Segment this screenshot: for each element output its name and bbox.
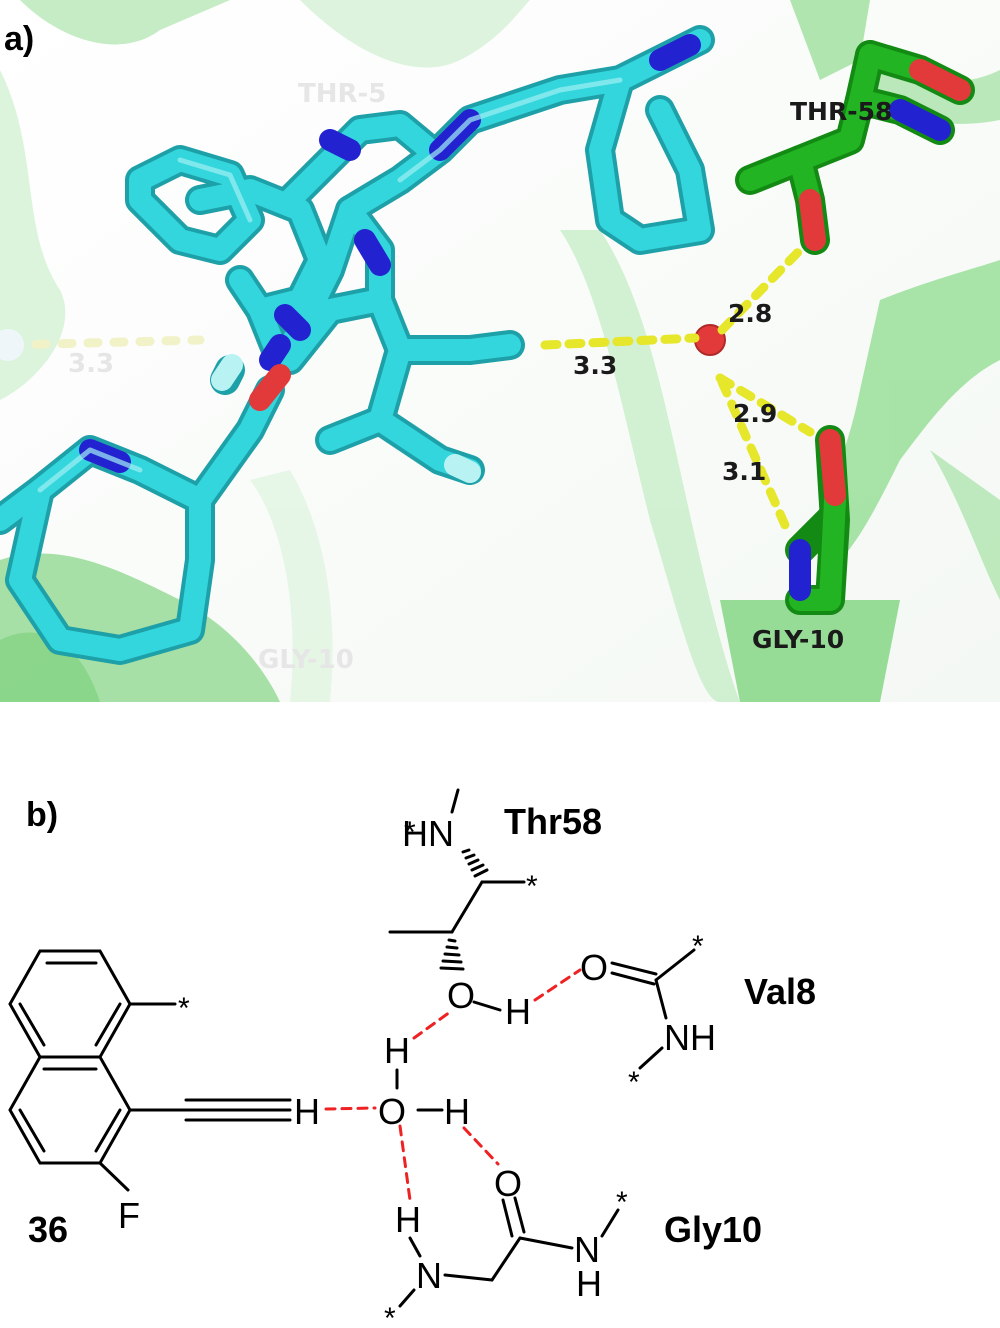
water-bonds — [395, 1068, 444, 1112]
hbond-alkyne-water — [324, 1106, 377, 1111]
gly10-label: GLY-10 — [752, 625, 844, 654]
hbond-water-gly10-n — [717, 377, 790, 530]
gly10-backbone-star: * — [384, 1302, 396, 1328]
interaction-scheme: b) * F 36 H O — [8, 788, 816, 1328]
thr58-label: THR-58 — [790, 97, 892, 126]
ligand-sticks — [0, 25, 715, 665]
thr58-star: * — [404, 816, 416, 849]
thr58-hydroxyl-oxygen: O — [447, 975, 475, 1016]
ghost-hbond — [5, 335, 205, 350]
panel-a-letter: a) — [4, 20, 34, 58]
hbond-network — [324, 968, 582, 1202]
fluorine-atom: F — [118, 1195, 140, 1236]
val8-amide-nh: NH — [664, 1017, 716, 1058]
naphthalene-ring-outline-upper — [8, 949, 132, 1059]
gly10-backbone-hydrogen: H — [395, 1199, 421, 1240]
panel-a-structure-render: THR-5 GLY-10 3.3 — [0, 0, 1000, 702]
ghost-thr-label: THR-5 — [298, 79, 386, 109]
binding-site-render: THR-5 GLY-10 3.3 — [0, 0, 1000, 702]
gly10-amide-hydrogen: H — [576, 1263, 602, 1304]
thr58-side-star: * — [526, 870, 538, 903]
thr58-hydroxyl-hydrogen: H — [505, 991, 531, 1032]
protein-residue-sticks — [735, 40, 975, 615]
val8-carbonyl-star: * — [692, 930, 704, 963]
ghost-distance-label: 3.3 — [68, 349, 114, 379]
val8-bonds — [610, 948, 696, 1070]
panel-b-letter: b) — [26, 796, 58, 834]
distance-2-8: 2.8 — [728, 299, 772, 328]
thr58-residue-label: Thr58 — [504, 801, 602, 842]
hbond-water-gly10-nh — [398, 1124, 412, 1202]
val8-amide-star: * — [628, 1066, 640, 1099]
ghost-atom — [0, 329, 24, 361]
hbond-thr58-val8 — [533, 968, 582, 1002]
thr58-bonds — [388, 788, 526, 1012]
distance-3-3: 3.3 — [573, 351, 617, 380]
gly10-amide-nitrogen: N — [574, 1229, 600, 1270]
gly10-residue-label: Gly10 — [664, 1209, 762, 1250]
water-hydrogen-right: H — [444, 1091, 470, 1132]
distance-3-1: 3.1 — [722, 457, 766, 486]
gly10-bonds — [398, 1196, 620, 1308]
distance-2-9: 2.9 — [733, 399, 777, 428]
thr58-hash-wedge-n — [461, 848, 489, 878]
val8-residue-label: Val8 — [744, 971, 816, 1012]
hbond-water-thr58 — [717, 240, 810, 335]
protein-cartoon — [0, 0, 1000, 702]
hbond-ligand-water — [540, 333, 700, 350]
gly10-carbonyl-oxygen: O — [494, 1163, 522, 1204]
gly10-amide-star: * — [616, 1186, 628, 1219]
thr58-backbone-nh: HN — [402, 813, 454, 854]
hbond-water-gly10-o — [715, 373, 815, 437]
alkyne-hydrogen: H — [294, 1091, 320, 1132]
gly10-backbone-nitrogen: N — [416, 1255, 442, 1296]
hydrogen-bonds — [540, 240, 815, 530]
ghost-gly-label: GLY-10 — [258, 645, 354, 675]
hbond-water-gly10-o — [462, 1126, 500, 1166]
water-oxygen: O — [378, 1091, 406, 1132]
water-hydrogen-top: H — [384, 1030, 410, 1071]
naphthalene-ring — [8, 949, 292, 1192]
naphthalene-ring-outline-lower — [8, 1055, 132, 1165]
compound-label: 36 — [28, 1209, 68, 1250]
naphthalene-star: * — [178, 992, 190, 1025]
val8-carbonyl-oxygen: O — [580, 947, 608, 988]
panel-b-interaction-diagram: b) * F 36 H O — [0, 702, 1000, 1328]
thr58-hash-wedge-o — [439, 938, 465, 971]
hbond-water-thr58 — [412, 1010, 452, 1040]
